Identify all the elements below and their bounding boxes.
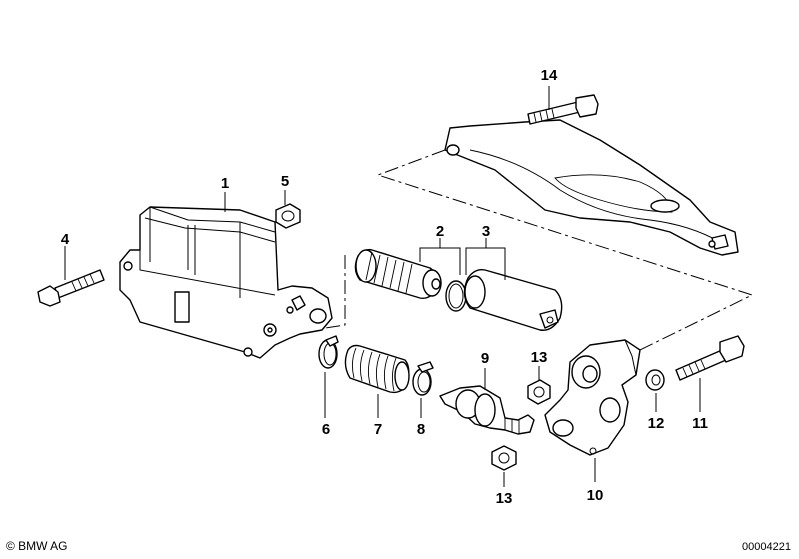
- boot-7: [344, 344, 410, 394]
- bracket-3: [465, 238, 506, 280]
- ball-joint-9: [439, 385, 535, 435]
- filter-housing-3: [463, 268, 563, 331]
- filter-2: [354, 248, 442, 299]
- callout-4: 4: [61, 231, 70, 248]
- callout-6: 6: [322, 421, 330, 438]
- bracket-2: [419, 238, 461, 275]
- callout-2: 2: [436, 223, 444, 240]
- callout-5: 5: [281, 173, 289, 190]
- clamp-6: [318, 335, 339, 369]
- callout-12: 12: [648, 415, 665, 432]
- bracket-10: [544, 339, 641, 456]
- callout-3: 3: [482, 223, 490, 240]
- callout-1: 1: [221, 175, 229, 192]
- clamp-8: [412, 361, 434, 396]
- control-unit: [119, 206, 333, 359]
- callout-10: 10: [587, 487, 604, 504]
- bolt-11: [675, 335, 745, 381]
- callout-9: 9: [481, 350, 489, 367]
- callout-8: 8: [417, 421, 425, 438]
- callout-14: 14: [541, 67, 558, 84]
- nut-13-bottom: [491, 445, 517, 471]
- reference-line-arm: [376, 149, 754, 351]
- callout-13-top: 13: [531, 349, 548, 366]
- callout-7: 7: [374, 421, 382, 438]
- callout-11: 11: [692, 415, 708, 432]
- callout-13-bottom: 13: [496, 490, 513, 507]
- washer-12: [645, 369, 665, 391]
- image-number: 00004221: [742, 541, 791, 553]
- nut-5: [275, 203, 301, 229]
- bolt-4: [37, 269, 105, 307]
- nut-13-top: [527, 379, 551, 405]
- copyright-text: © BMW AG: [6, 539, 68, 553]
- bolt-14: [527, 94, 599, 125]
